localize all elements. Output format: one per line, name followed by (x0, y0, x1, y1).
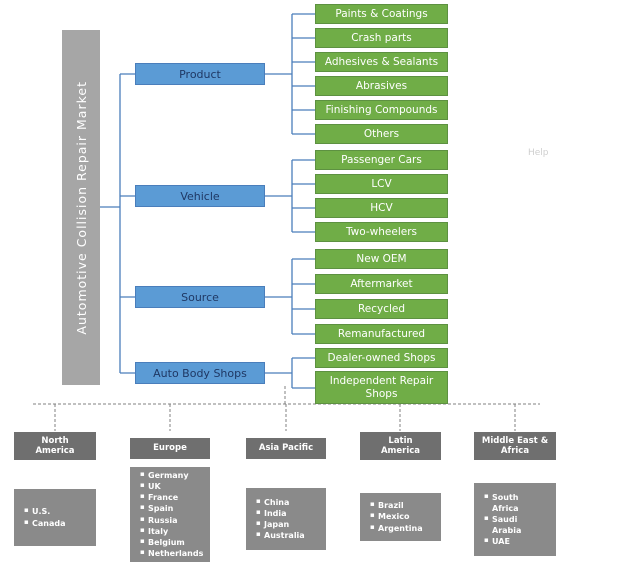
watermark: Help (528, 148, 549, 158)
region-body-latin-america: Brazil Mexico Argentina (360, 493, 441, 541)
country-item: South Africa (484, 492, 540, 514)
country-item: U.S. (24, 506, 92, 517)
leaf-independent-repair-shops: Independent Repair Shops (315, 371, 448, 404)
region-header-middle-east-africa: Middle East & Africa (474, 432, 556, 460)
leaf-aftermarket: Aftermarket (315, 274, 448, 294)
branch-product: Product (135, 63, 265, 85)
leaf-paints-coatings: Paints & Coatings (315, 4, 448, 24)
region-header-europe: Europe (130, 438, 210, 459)
country-item: France (140, 492, 206, 503)
region-body-middle-east-africa: South Africa Saudi Arabia UAE (474, 483, 556, 556)
country-item: Russia (140, 515, 206, 526)
region-header-asia-pacific: Asia Pacific (246, 438, 326, 459)
leaf-finishing-compounds: Finishing Compounds (315, 100, 448, 120)
leaf-remanufactured: Remanufactured (315, 324, 448, 344)
leaf-recycled: Recycled (315, 299, 448, 319)
country-item: Argentina (370, 523, 437, 534)
country-item: Spain (140, 503, 206, 514)
country-item: Mexico (370, 511, 437, 522)
leaf-new-oem: New OEM (315, 249, 448, 269)
region-dashed-path (33, 386, 540, 431)
branch-source: Source (135, 286, 265, 308)
root-label: Automotive Collision Repair Market (73, 80, 89, 335)
country-item: China (256, 497, 322, 508)
country-item: Belgium (140, 537, 206, 548)
branch-auto-body-shops: Auto Body Shops (135, 362, 265, 384)
leaf-dealer-owned-shops: Dealer-owned Shops (315, 348, 448, 368)
leaf-two-wheelers: Two-wheelers (315, 222, 448, 242)
root-node: Automotive Collision Repair Market (62, 30, 100, 385)
country-item: UAE (484, 536, 540, 547)
leaf-lcv: LCV (315, 174, 448, 194)
country-item: Australia (256, 530, 322, 541)
tree-connector-path (100, 13, 315, 389)
country-item: Italy (140, 526, 206, 537)
country-item: Netherlands (140, 548, 206, 559)
branch-vehicle: Vehicle (135, 185, 265, 207)
country-item: Brazil (370, 500, 437, 511)
leaf-others: Others (315, 124, 448, 144)
region-body-europe: Germany UK France Spain Russia Italy Bel… (130, 467, 210, 562)
leaf-adhesives-sealants: Adhesives & Sealants (315, 52, 448, 72)
country-item: Canada (24, 518, 92, 529)
leaf-hcv: HCV (315, 198, 448, 218)
region-header-north-america: North America (14, 432, 96, 460)
region-body-north-america: U.S. Canada (14, 489, 96, 546)
region-header-latin-america: Latin America (360, 432, 441, 460)
country-item: Germany (140, 470, 206, 481)
country-item: UK (140, 481, 206, 492)
country-item: Saudi Arabia (484, 514, 540, 536)
country-item: Japan (256, 519, 322, 530)
region-body-asia-pacific: China India Japan Australia (246, 488, 326, 550)
leaf-passenger-cars: Passenger Cars (315, 150, 448, 170)
leaf-crash-parts: Crash parts (315, 28, 448, 48)
leaf-abrasives: Abrasives (315, 76, 448, 96)
country-item: India (256, 508, 322, 519)
